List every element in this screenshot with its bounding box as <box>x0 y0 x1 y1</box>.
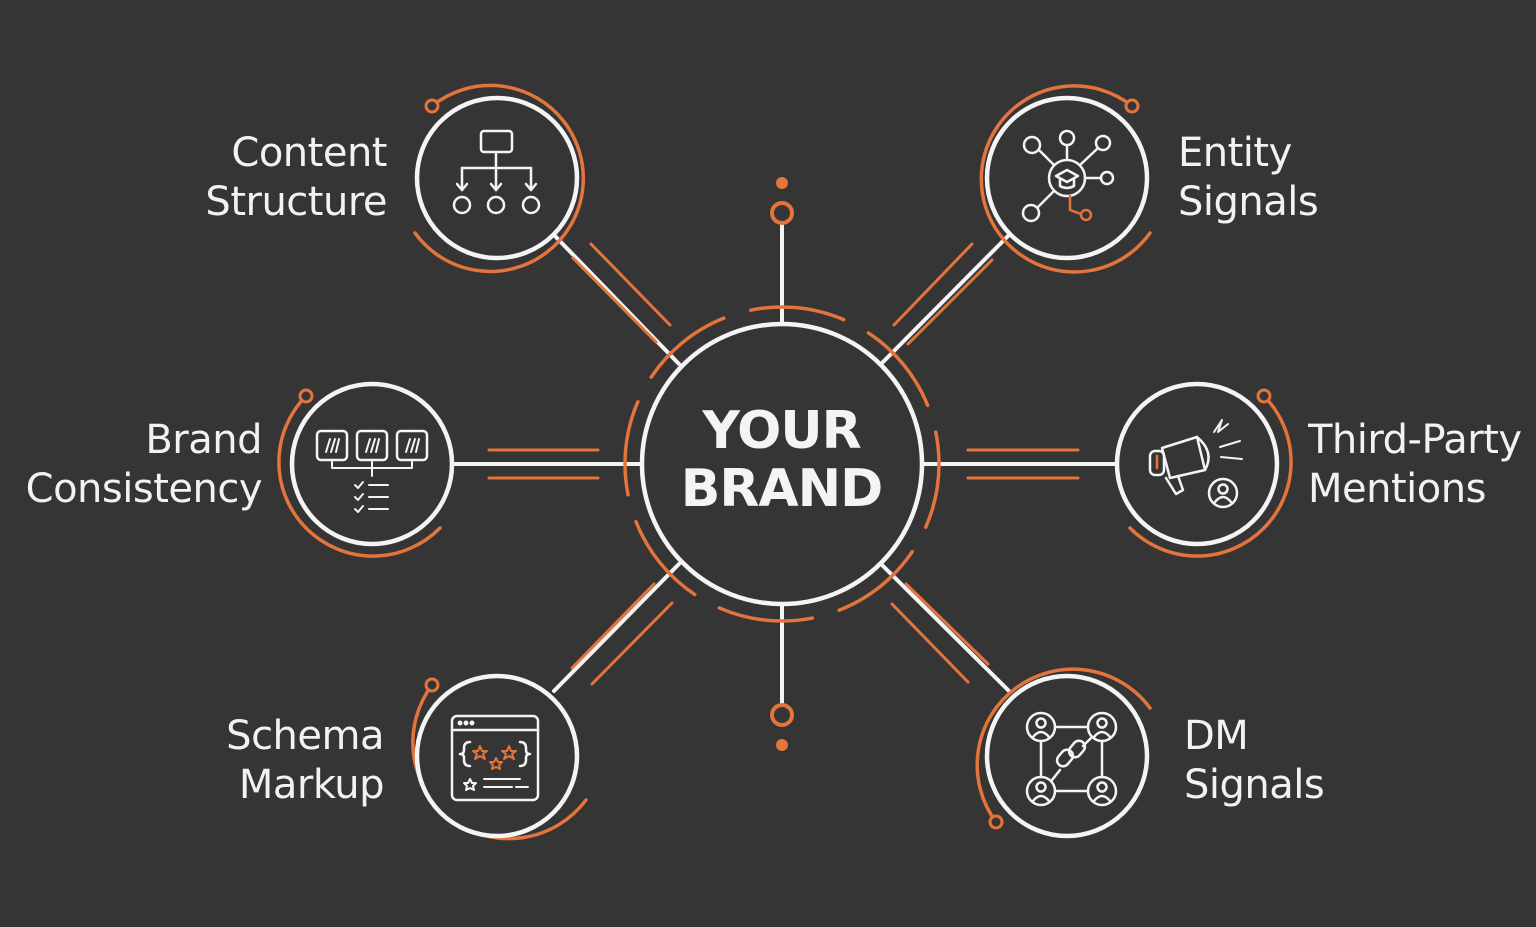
label-dm-signals-line2: Signals <box>1184 762 1325 808</box>
center-title-line2: BRAND <box>680 459 884 519</box>
label-entity-signals-line1: Entity <box>1178 130 1292 176</box>
label-schema-markup: Schema Markup <box>160 712 384 810</box>
label-brand-consistency: Brand Consistency <box>2 416 263 514</box>
label-entity-signals-line2: Signals <box>1178 179 1319 225</box>
label-schema-markup-line2: Markup <box>238 762 385 808</box>
label-content-structure-line1: Content <box>231 130 387 176</box>
center-hub <box>623 305 941 623</box>
node-third-party-mentions <box>1114 381 1293 558</box>
label-schema-markup-line1: Schema <box>226 713 384 759</box>
center-title: YOUR BRAND <box>640 402 923 518</box>
megaphone-icon <box>1148 419 1243 509</box>
label-dm-signals: DM Signals <box>1184 712 1325 810</box>
label-dm-signals-line1: DM <box>1184 713 1249 759</box>
connector-content-structure <box>552 233 681 366</box>
connector-entity-signals <box>879 233 1011 366</box>
axis-markers <box>770 177 794 751</box>
label-brand-consistency-line2: Consistency <box>25 466 263 512</box>
connector-schema-markup <box>552 562 681 693</box>
node-schema-markup <box>411 673 588 841</box>
code-window-icon <box>450 714 540 802</box>
accent-strokes <box>487 242 1080 686</box>
connector-dm-signals <box>879 562 1011 693</box>
label-third-party-mentions-line1: Third-Party <box>1308 417 1522 463</box>
node-entity-signals <box>979 84 1152 274</box>
brand-checklist-icon <box>315 429 429 513</box>
label-third-party-mentions-line2: Mentions <box>1308 466 1486 512</box>
label-content-structure-line2: Structure <box>205 179 387 225</box>
hierarchy-icon <box>452 129 541 215</box>
label-entity-signals: Entity Signals <box>1178 129 1319 227</box>
label-third-party-mentions: Third-Party Mentions <box>1308 416 1534 514</box>
connector-lines <box>450 223 1119 705</box>
node-dm-signals <box>975 667 1152 839</box>
node-brand-consistency <box>277 381 455 558</box>
linked-users-icon <box>1025 711 1118 807</box>
label-content-structure: Content Structure <box>150 129 387 227</box>
entity-network-icon <box>1021 129 1115 223</box>
center-title-line1: YOUR <box>702 401 861 461</box>
node-content-structure <box>413 83 586 274</box>
label-brand-consistency-line1: Brand <box>145 417 262 463</box>
